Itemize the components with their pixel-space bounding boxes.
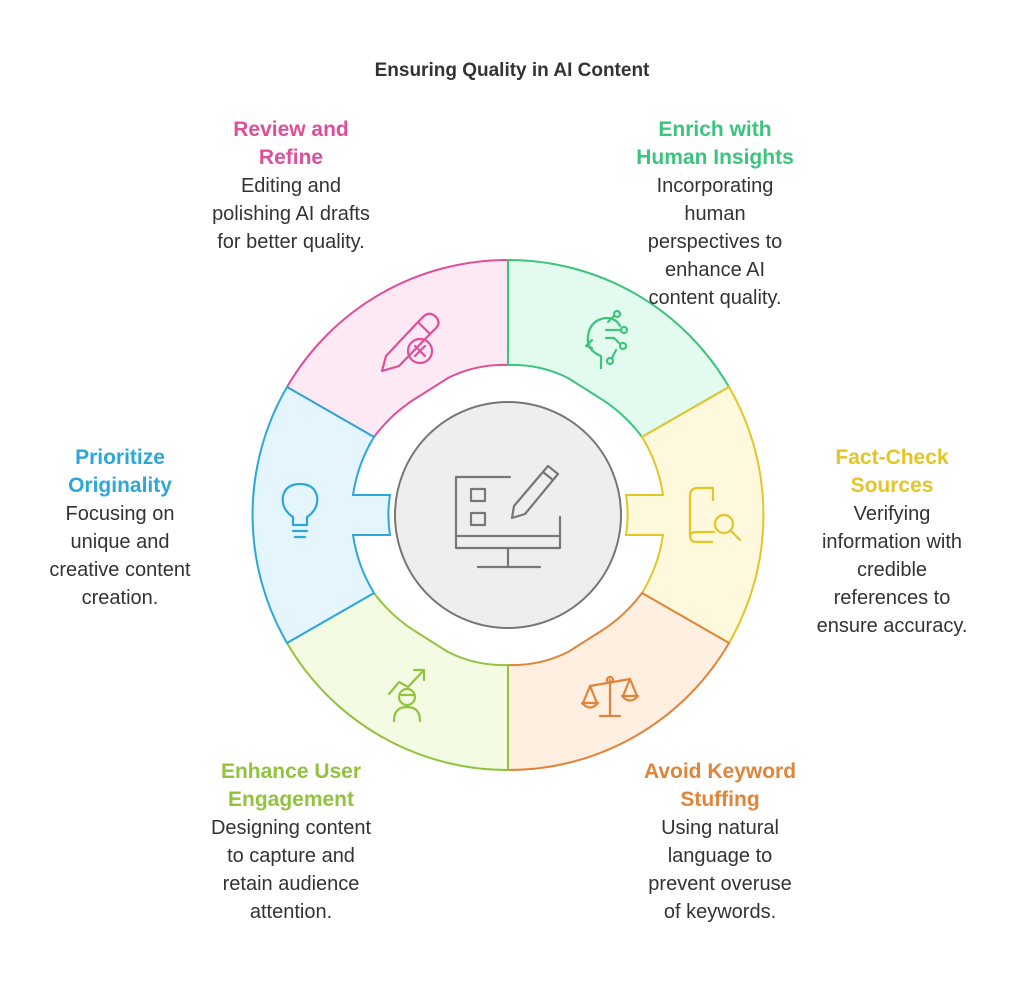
human-head-circuit-icon [584,309,629,370]
review-and-refine-heading: Review and Refine [233,118,349,169]
avoid-keyword-stuffing-heading: Avoid Keyword Stuffing [643,760,797,811]
avoid-keyword-stuffing-description: Using natural language to prevent overus… [648,817,792,923]
pencil-x-icon [380,312,440,373]
segment-originality [251,385,392,645]
enrich-with-human-insights-description: Incorporating human perspectives to enha… [647,175,783,309]
enhance-user-engagement-heading: Enhance User Engagement [220,760,362,811]
fact-check-sources-heading: Fact-Check Sources [835,446,949,497]
center-circle [394,401,622,629]
enhance-user-engagement-block: Enhance User Engagement Designing conten… [191,758,391,926]
fact-check-sources-block: Fact-Check Sources Verifying information… [792,444,992,640]
review-and-refine-description: Editing and polishing AI drafts for bett… [212,175,370,253]
balance-scale-icon [580,675,640,718]
enrich-with-human-insights-block: Enrich with Human Insights Incorporating… [615,116,815,312]
fact-check-sources-description: Verifying information with credible refe… [816,503,968,637]
enrich-with-human-insights-heading: Enrich with Human Insights [636,118,794,169]
user-growth-icon [387,668,426,723]
enhance-user-engagement-description: Designing content to capture and retain … [210,817,372,923]
segment-enrich [507,258,731,439]
prioritize-originality-block: Prioritize Originality Focusing on uniqu… [20,444,220,612]
segment-engagement [285,591,509,772]
prioritize-originality-heading: Prioritize Originality [68,446,172,497]
lightbulb-icon [281,482,319,539]
review-and-refine-block: Review and Refine Editing and polishing … [191,116,391,256]
avoid-keyword-stuffing-block: Avoid Keyword Stuffing Using natural lan… [620,758,820,926]
book-magnifier-icon [688,486,742,544]
diagram-title: Ensuring Quality in AI Content [374,60,650,81]
prioritize-originality-description: Focusing on unique and creative content … [49,503,191,609]
monitor-checklist-pencil-icon [454,464,562,569]
segment-review [285,258,509,439]
